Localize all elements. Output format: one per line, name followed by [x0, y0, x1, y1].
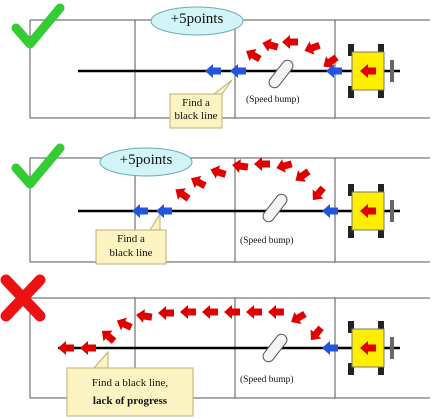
red-arrow [187, 172, 209, 192]
red-arrow [287, 307, 309, 329]
robot-icon [348, 321, 394, 375]
speed-bump-icon [262, 333, 288, 363]
blue-arrow [205, 64, 221, 78]
red-arrow [307, 183, 329, 205]
points-bubble [99, 147, 193, 177]
check-mark-icon [11, 3, 65, 49]
blue-arrow [322, 204, 338, 218]
red-arrow [282, 35, 298, 49]
note-box [169, 79, 233, 129]
red-arrow [305, 323, 327, 345]
speed-bump-icon [268, 59, 294, 89]
blue-arrow [132, 204, 148, 218]
panel-1 [11, 3, 430, 129]
points-label: +5points [170, 11, 224, 27]
note-line-1: Find a [182, 97, 210, 109]
blue-arrows [322, 341, 338, 355]
red-arrow [180, 305, 196, 319]
red-arrow [224, 305, 240, 319]
speed-bump-label: (Speed bump) [240, 236, 294, 246]
red-arrow [171, 183, 193, 205]
speed-bump-icon [262, 193, 288, 223]
points-bubble [150, 6, 244, 36]
panel-3 [0, 274, 430, 417]
robot-icon [348, 44, 394, 98]
speed-bump-label: (Speed bump) [240, 375, 294, 385]
red-arrow [254, 157, 270, 171]
note-line-2: black line [174, 110, 218, 122]
red-arrow [113, 314, 135, 334]
red-arrow [246, 305, 262, 319]
red-arrow [58, 341, 74, 355]
note-line-1: Find a [117, 233, 145, 245]
red-arrow [274, 157, 294, 175]
note-box [66, 350, 194, 417]
red-arrow [242, 44, 264, 66]
red-arrow [158, 306, 174, 320]
panel-2 [11, 143, 430, 265]
red-arrow [260, 36, 280, 54]
check-mark-icon [11, 143, 65, 189]
note-line-2: black line [109, 247, 153, 259]
red-arrow [97, 325, 119, 347]
speed-bump-label: (Speed bump) [246, 95, 300, 105]
red-arrow [231, 157, 249, 175]
blue-arrow [230, 64, 246, 78]
note-box [95, 212, 167, 265]
red-arrow [302, 38, 322, 58]
red-arrow [291, 165, 313, 187]
red-arrow [208, 162, 228, 182]
red-arrow [268, 305, 284, 319]
robot-icon [348, 184, 394, 238]
note-line-2: lack of progress [92, 395, 168, 407]
points-label: +5points [119, 152, 173, 168]
cross-mark-icon [0, 274, 46, 322]
red-arrow [202, 305, 218, 319]
red-arrows [171, 157, 329, 205]
red-arrow [80, 341, 96, 355]
blue-arrow [322, 341, 338, 355]
red-arrow [135, 307, 153, 325]
note-line-1: Find a black line, [91, 377, 169, 389]
